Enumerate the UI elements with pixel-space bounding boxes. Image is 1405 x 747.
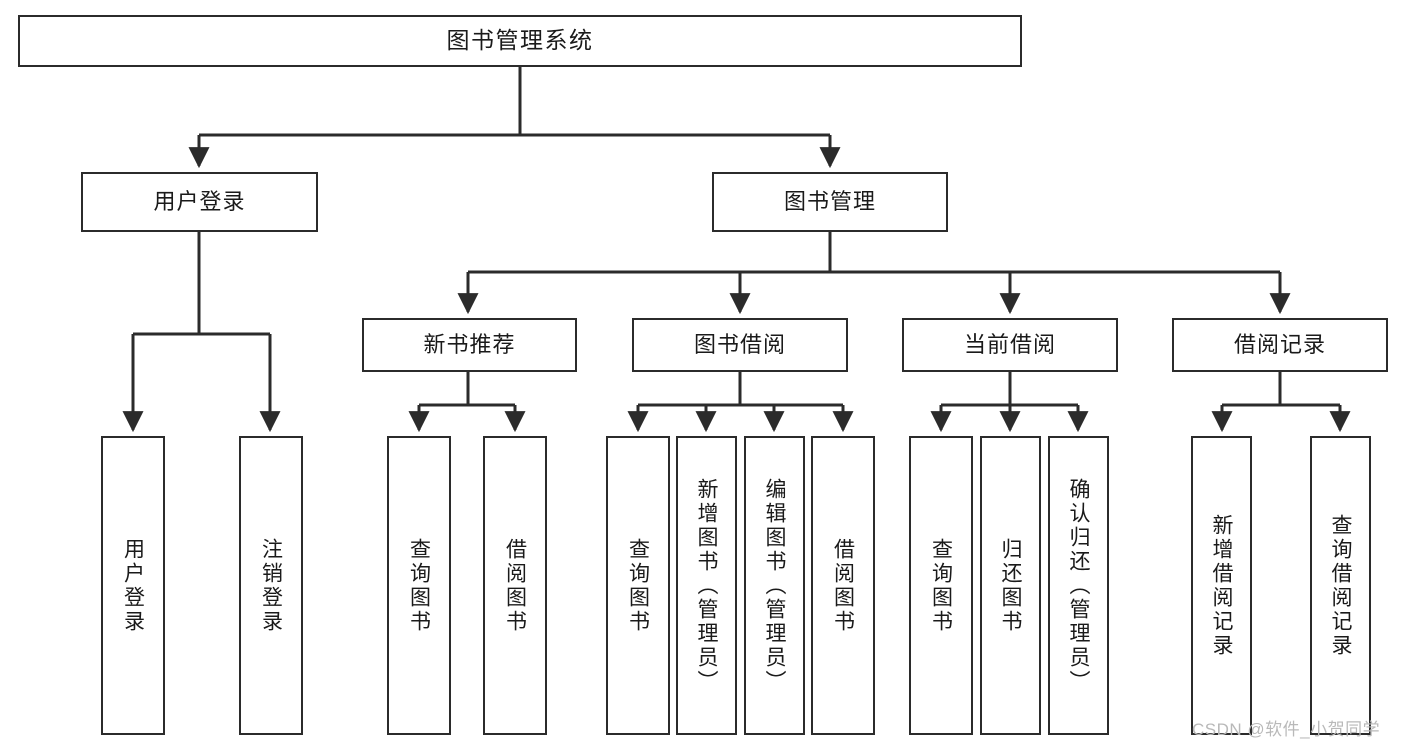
leaf-book-borrow-edit[interactable]: 编辑图书（管理员） — [744, 436, 805, 735]
node-label: 归还图书 — [999, 537, 1022, 634]
node-label: 借阅图书 — [503, 537, 527, 634]
leaf-user-login-signin[interactable]: 用户登录 — [101, 436, 165, 735]
watermark-csdn: CSDN @软件_小贺同学 — [1192, 720, 1381, 739]
node-label: 新书推荐 — [423, 332, 516, 358]
node-label: 图书借阅 — [693, 332, 786, 358]
node-current-borrow[interactable]: 当前借阅 — [902, 318, 1118, 372]
node-label: 用户登录 — [153, 189, 246, 215]
node-label: 借阅记录 — [1233, 332, 1326, 358]
node-label: 查询借阅记录 — [1329, 513, 1352, 658]
leaf-borrow-record-search[interactable]: 查询借阅记录 — [1310, 436, 1371, 735]
leaf-new-book-borrow[interactable]: 借阅图书 — [483, 436, 547, 735]
node-label: 用户登录 — [121, 537, 145, 634]
leaf-new-book-search[interactable]: 查询图书 — [387, 436, 451, 735]
node-book-borrow[interactable]: 图书借阅 — [632, 318, 848, 372]
node-label: 查询图书 — [407, 537, 431, 634]
node-borrow-record[interactable]: 借阅记录 — [1172, 318, 1388, 372]
node-label: 借阅图书 — [831, 537, 855, 634]
node-label: 新增借阅记录 — [1210, 513, 1233, 658]
leaf-book-borrow-borrow[interactable]: 借阅图书 — [811, 436, 875, 735]
node-label: 图书管理 — [783, 189, 876, 215]
node-user-login[interactable]: 用户登录 — [81, 172, 318, 232]
node-label: 查询图书 — [626, 537, 650, 634]
node-label: 新增图书（管理员） — [695, 477, 718, 694]
node-label: 注销登录 — [259, 537, 283, 634]
node-root-library-system[interactable]: 图书管理系统 — [18, 15, 1022, 67]
leaf-borrow-record-add[interactable]: 新增借阅记录 — [1191, 436, 1252, 735]
leaf-book-borrow-search[interactable]: 查询图书 — [606, 436, 670, 735]
node-book-management[interactable]: 图书管理 — [712, 172, 948, 232]
leaf-current-borrow-search[interactable]: 查询图书 — [909, 436, 973, 735]
leaf-book-borrow-add[interactable]: 新增图书（管理员） — [676, 436, 737, 735]
node-label: 编辑图书（管理员） — [763, 477, 786, 694]
node-label: 查询图书 — [929, 537, 953, 634]
node-label: 图书管理系统 — [446, 27, 594, 54]
node-label: 当前借阅 — [963, 332, 1056, 358]
node-label: 确认归还（管理员） — [1067, 477, 1090, 694]
leaf-current-borrow-confirm-return[interactable]: 确认归还（管理员） — [1048, 436, 1109, 735]
node-new-book-recommend[interactable]: 新书推荐 — [362, 318, 577, 372]
leaf-current-borrow-return[interactable]: 归还图书 — [980, 436, 1041, 735]
leaf-user-login-signout[interactable]: 注销登录 — [239, 436, 303, 735]
